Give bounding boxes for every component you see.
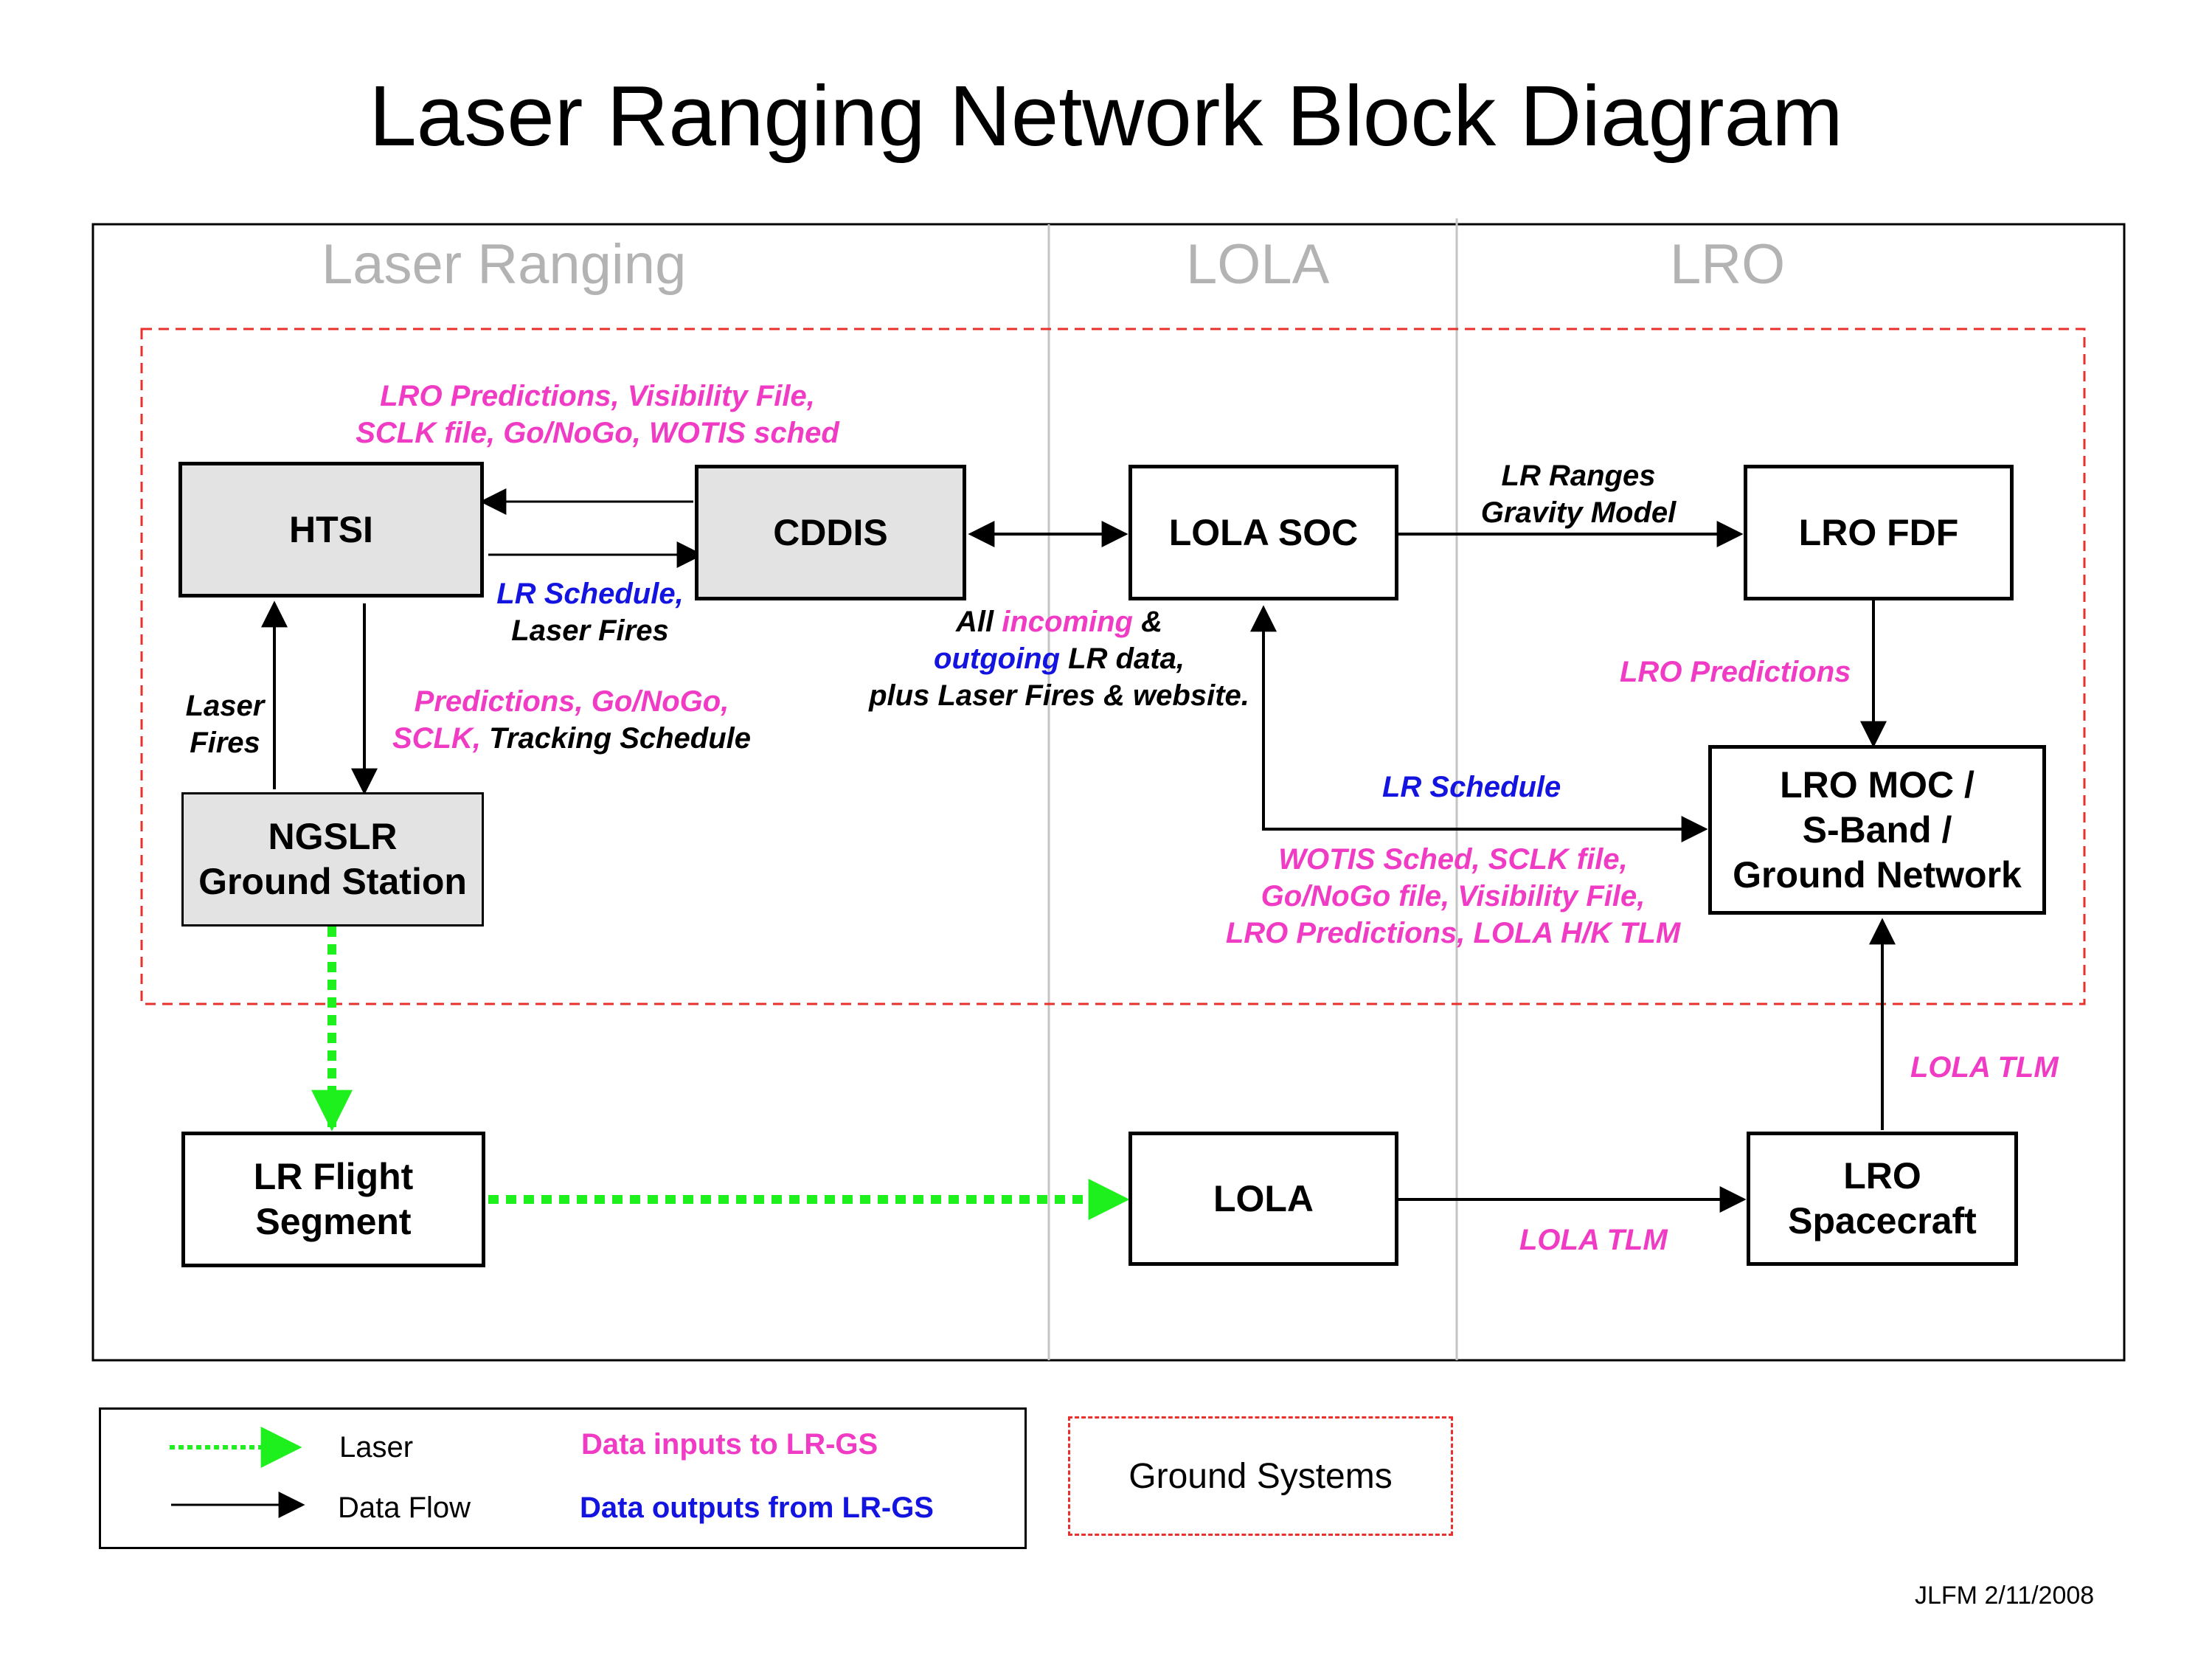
lola-box: LOLA: [1128, 1132, 1398, 1266]
label-laser-fires: Laser Fires: [170, 688, 280, 761]
lola-soc-box: LOLA SOC: [1128, 465, 1398, 600]
label-htsi-to-cddis: LR Schedule, Laser Fires: [472, 575, 708, 649]
label-line: Laser Fires: [511, 614, 669, 647]
label-lola-tlm-right: LOLA TLM: [1519, 1224, 1668, 1256]
credit-text: JLFM 2/11/2008: [1915, 1582, 2095, 1610]
label-line: plus Laser Fires & website.: [869, 679, 1249, 712]
label-part: All: [955, 606, 1002, 638]
legend-ground-systems: Ground Systems: [1068, 1416, 1453, 1536]
lro-fdf-box: LRO FDF: [1744, 465, 2014, 600]
label-lr-schedule: LR Schedule: [1382, 771, 1561, 803]
label-line: LR Ranges: [1501, 460, 1656, 492]
legend-laser-label: Laser: [339, 1431, 414, 1464]
label-lro-predictions: LRO Predictions: [1620, 656, 1851, 688]
ngslr-box: NGSLR Ground Station: [181, 792, 484, 927]
label-line: SCLK file, Go/NoGo, WOTIS sched: [356, 417, 839, 449]
section-lro: LRO: [1670, 233, 1786, 296]
section-laser-ranging: Laser Ranging: [322, 233, 687, 296]
label-line: Laser: [185, 690, 265, 722]
legend-box: [99, 1407, 1027, 1549]
lr-flight-segment-box: LR Flight Segment: [181, 1132, 485, 1267]
label-part: outgoing: [934, 643, 1061, 675]
label-all-incoming-outgoing: All incoming & outgoing LR data, plus La…: [853, 603, 1266, 714]
label-lola-tlm-up: LOLA TLM: [1910, 1051, 2059, 1084]
legend-inputs-label: Data inputs to LR-GS: [581, 1428, 878, 1461]
arrow-lolasoc-moc: [1250, 605, 1708, 842]
label-part: Tracking Schedule: [480, 722, 752, 755]
label-line: Predictions, Go/NoGo,: [414, 685, 729, 718]
label-line: LRO Predictions, Visibility File,: [380, 380, 815, 412]
label-line: Go/NoGo file, Visibility File,: [1261, 880, 1646, 912]
lro-spacecraft-box: LRO Spacecraft: [1747, 1132, 2018, 1266]
label-moc-to-soc: WOTIS Sched, SCLK file, Go/NoGo file, Vi…: [1173, 841, 1733, 952]
diagram-title: Laser Ranging Network Block Diagram: [369, 68, 1843, 164]
label-part: SCLK,: [392, 722, 481, 755]
label-line: Fires: [190, 727, 260, 759]
section-lola: LOLA: [1186, 233, 1330, 296]
ground-systems-region: [140, 328, 2086, 1005]
label-line: WOTIS Sched, SCLK file,: [1278, 843, 1628, 876]
label-cddis-to-htsi: LRO Predictions, Visibility File, SCLK f…: [325, 378, 870, 451]
label-part: LR data,: [1060, 643, 1185, 675]
legend-outputs-label: Data outputs from LR-GS: [580, 1492, 934, 1524]
htsi-box: HTSI: [178, 462, 484, 598]
outer-frame: [91, 223, 2126, 1362]
label-htsi-to-ngslr: Predictions, Go/NoGo, SCLK, Tracking Sch…: [376, 683, 767, 757]
label-line: LR Schedule,: [496, 578, 684, 610]
label-part: incoming: [1002, 606, 1133, 638]
legend-dataflow-label: Data Flow: [338, 1492, 471, 1524]
label-line: LRO Predictions, LOLA H/K TLM: [1225, 917, 1681, 949]
label-part: &: [1133, 606, 1162, 638]
cddis-box: CDDIS: [695, 465, 966, 600]
label-lr-ranges: LR Ranges Gravity Model: [1446, 457, 1711, 531]
lro-moc-box: LRO MOC / S-Band / Ground Network: [1708, 745, 2046, 915]
label-line: Gravity Model: [1480, 496, 1677, 529]
